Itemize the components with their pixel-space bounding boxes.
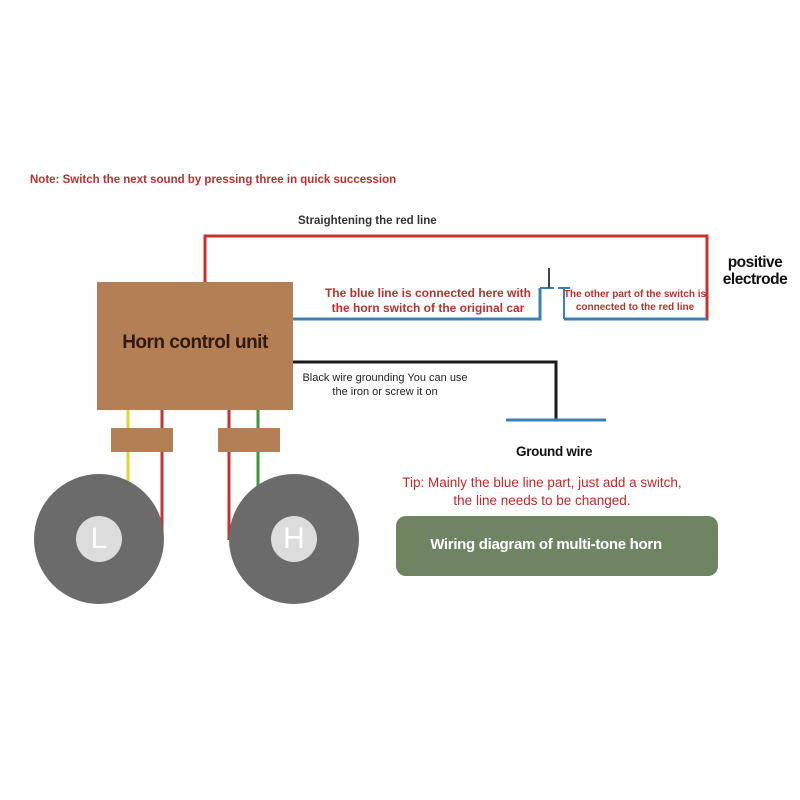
horn-speaker-high: H bbox=[229, 474, 359, 604]
connector-left bbox=[111, 428, 173, 452]
switch-label: The other part of the switch is connecte… bbox=[563, 289, 707, 313]
connector-right bbox=[218, 428, 280, 452]
speaker-high-label: H bbox=[271, 516, 317, 562]
speaker-low-label: L bbox=[76, 516, 122, 562]
horn-control-unit: Horn control unit bbox=[97, 282, 293, 410]
black-wire-label: Black wire grounding You can use the iro… bbox=[302, 372, 468, 398]
control-unit-title: Horn control unit bbox=[122, 332, 268, 353]
black-wire bbox=[293, 360, 558, 419]
tip-text: Tip: Mainly the blue line part, just add… bbox=[402, 475, 682, 508]
red-line-label: Straightening the red line bbox=[298, 215, 437, 227]
horn-speaker-low: L bbox=[34, 474, 164, 604]
note-text: Note: Switch the next sound by pressing … bbox=[30, 174, 397, 186]
positive-electrode-label: positive electrode bbox=[722, 254, 788, 289]
banner-title: Wiring diagram of multi-tone horn bbox=[430, 536, 662, 553]
blue-wire bbox=[293, 288, 542, 321]
ground-wire-label: Ground wire bbox=[516, 444, 593, 459]
blue-line-label: The blue line is connected here with the… bbox=[324, 286, 532, 315]
title-banner: Wiring diagram of multi-tone horn bbox=[396, 516, 718, 576]
